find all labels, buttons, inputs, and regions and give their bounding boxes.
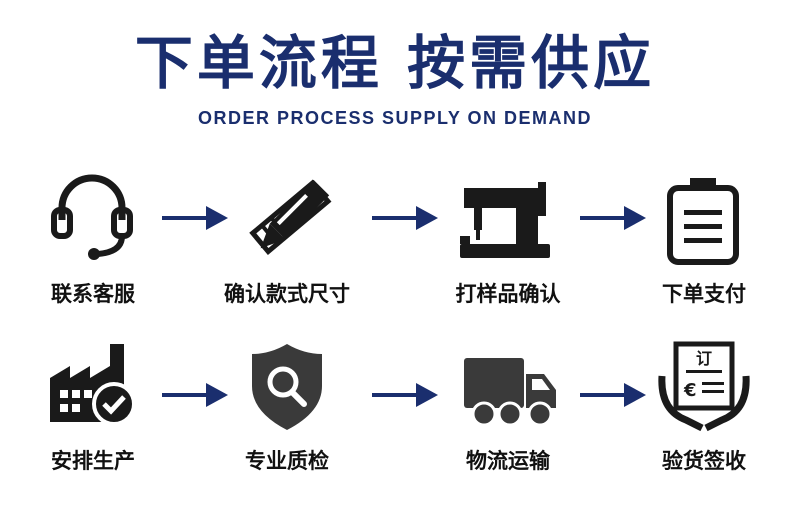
arrow-right-icon [372,383,438,407]
step-label-receipt: 验货签收 [662,449,746,473]
receipt-euro: € [683,380,697,401]
arrow-right-icon [580,383,646,407]
step-label-logistics: 物流运输 [466,449,550,473]
step-label-quality: 专业质检 [245,449,329,473]
truck-icon [464,358,556,427]
clipboard-icon [667,178,739,265]
pencil-ruler-icon [249,179,332,256]
step-label-contact: 联系客服 [51,282,135,306]
shield-search-icon [252,344,322,430]
arrow-right-icon [162,383,228,407]
step-label-production: 安排生产 [51,449,135,473]
arrow-right-icon [162,206,228,230]
sewing-machine-icon [460,182,550,258]
receipt-hands-icon: 订 € [658,341,750,432]
receipt-char: 订 [696,349,712,368]
step-label-confirm-style: 确认款式尺寸 [224,282,350,306]
step-label-sample: 打样品确认 [455,282,561,306]
headset-icon [51,174,133,260]
factory-icon [50,344,136,424]
page-title: 下单流程 按需供应 [134,29,656,97]
step-label-payment: 下单支付 [662,282,746,306]
arrow-right-icon [372,206,438,230]
arrow-right-icon [580,206,646,230]
page-subtitle: ORDER PROCESS SUPPLY ON DEMAND [197,108,593,128]
